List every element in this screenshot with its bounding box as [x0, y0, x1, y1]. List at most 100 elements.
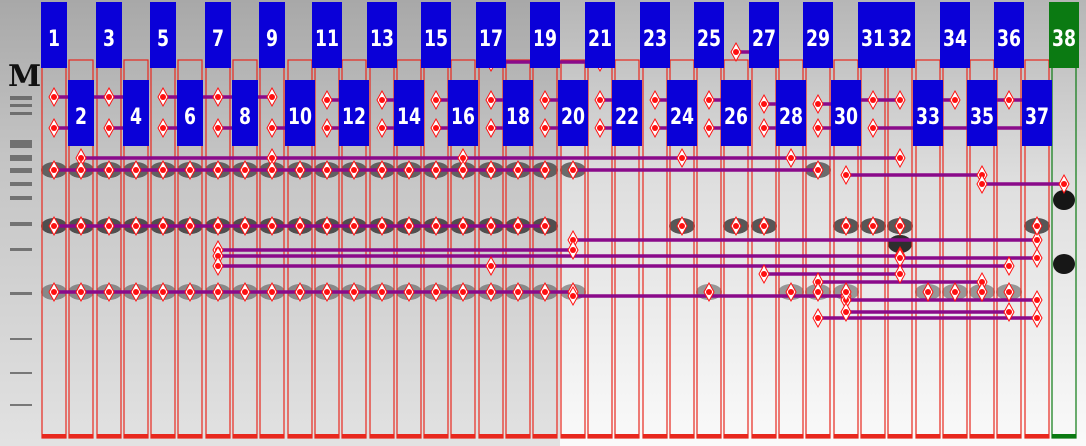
- band-marker-dot: [1006, 309, 1012, 315]
- lane-bottom-bar: [206, 434, 230, 438]
- lane-label-box[interactable]: [530, 2, 560, 68]
- lane-label: 14: [397, 105, 421, 130]
- band-marker-dot: [542, 223, 548, 229]
- lane-label-box[interactable]: [367, 2, 397, 68]
- band-marker-dot: [324, 223, 330, 229]
- lane-label-box[interactable]: [503, 80, 533, 146]
- band-marker-dot: [379, 97, 385, 103]
- band-marker-dot: [379, 167, 385, 173]
- lane-bottom-bar: [97, 434, 121, 438]
- band-marker-dot: [843, 172, 849, 178]
- lane-label-box[interactable]: [41, 2, 67, 68]
- lane-label-box[interactable]: [558, 80, 588, 146]
- band-marker-dot: [351, 223, 357, 229]
- band-marker-dot: [51, 223, 57, 229]
- lane-label-box[interactable]: [394, 80, 424, 146]
- ladder-band: [10, 338, 32, 340]
- lane-label-box[interactable]: [667, 80, 697, 146]
- band-marker-dot: [706, 125, 712, 131]
- lane-label-box[interactable]: [476, 2, 506, 68]
- lane-label: 17: [479, 27, 503, 52]
- lane-bottom-bar: [260, 434, 284, 438]
- lane-label-box[interactable]: [421, 2, 451, 68]
- lane-label-box[interactable]: [776, 80, 806, 146]
- band-marker-dot: [570, 167, 576, 173]
- ladder-band: [10, 404, 32, 406]
- lane-label-box[interactable]: [940, 2, 970, 68]
- lane-label-box[interactable]: [885, 2, 915, 68]
- lane-label-box[interactable]: [448, 80, 478, 146]
- band-marker-dot: [160, 289, 166, 295]
- lane-label-box[interactable]: [123, 80, 149, 146]
- lane-label-box[interactable]: [259, 2, 285, 68]
- band-marker-dot: [1034, 255, 1040, 261]
- band-marker-dot: [515, 167, 521, 173]
- lane-bottom-bar: [233, 434, 257, 438]
- band-marker-dot: [160, 94, 166, 100]
- lane-bottom-bar: [1025, 434, 1049, 438]
- lane-label-box[interactable]: [205, 2, 231, 68]
- lane-label-box[interactable]: [640, 2, 670, 68]
- band-marker-dot: [515, 289, 521, 295]
- lane-label: 21: [588, 27, 612, 52]
- lane-label-box[interactable]: [585, 2, 615, 68]
- lane-label: 7: [212, 27, 224, 52]
- lane-label-box[interactable]: [150, 2, 176, 68]
- band-marker-dot: [269, 167, 275, 173]
- lane-bottom-bar: [151, 434, 175, 438]
- band-marker-dot: [925, 289, 931, 295]
- band-marker-dot: [652, 125, 658, 131]
- lane-label-box[interactable]: [177, 80, 203, 146]
- lane-label: 11: [315, 27, 339, 52]
- lane-label-box[interactable]: [994, 2, 1024, 68]
- band-marker-dot: [761, 223, 767, 229]
- lane-bottom-bar: [42, 434, 66, 438]
- lane-label-box[interactable]: [831, 80, 861, 146]
- lane-label: 5: [157, 27, 169, 52]
- band-marker-dot: [897, 97, 903, 103]
- lane-label-box[interactable]: [232, 80, 258, 146]
- band-marker-dot: [1006, 289, 1012, 295]
- ladder-band: [10, 112, 32, 115]
- lane-label-box[interactable]: [612, 80, 642, 146]
- lane-label: 24: [670, 105, 694, 130]
- band-marker-dot: [488, 289, 494, 295]
- marker-label: M: [8, 59, 41, 94]
- lane-label-box[interactable]: [858, 2, 888, 68]
- band-marker-dot: [952, 97, 958, 103]
- band-marker-dot: [433, 125, 439, 131]
- lane-bottom-bar: [1052, 434, 1076, 438]
- band-marker-dot: [406, 167, 412, 173]
- lane-label-box[interactable]: [1022, 80, 1052, 146]
- lane-label-box[interactable]: [68, 80, 94, 146]
- lane-bottom-bar: [888, 434, 912, 438]
- lane-label-box[interactable]: [1049, 2, 1079, 68]
- lane-label-box[interactable]: [913, 80, 943, 146]
- lane-bottom-bar: [370, 434, 394, 438]
- band-marker-dot: [761, 101, 767, 107]
- lane-label-box[interactable]: [749, 2, 779, 68]
- band-marker-dot: [952, 289, 958, 295]
- band-marker-dot: [215, 263, 221, 269]
- lane-label-box[interactable]: [339, 80, 369, 146]
- lane-label-box[interactable]: [721, 80, 751, 146]
- lane-label: 26: [724, 105, 748, 130]
- band-marker-dot: [160, 125, 166, 131]
- lane-bottom-bar: [178, 434, 202, 438]
- lane-label: 19: [533, 27, 557, 52]
- band-marker-dot: [788, 289, 794, 295]
- lane-label-box[interactable]: [803, 2, 833, 68]
- lane-label-box[interactable]: [694, 2, 724, 68]
- lane-label-box[interactable]: [96, 2, 122, 68]
- lane-label: 3: [103, 27, 115, 52]
- band-marker-dot: [570, 247, 576, 253]
- lane-label: 2: [75, 105, 87, 130]
- band-marker-dot: [215, 289, 221, 295]
- lane-label-box[interactable]: [285, 80, 315, 146]
- band-marker-dot: [870, 223, 876, 229]
- lane-label-box[interactable]: [967, 80, 997, 146]
- lane-label-box[interactable]: [312, 2, 342, 68]
- band-marker-dot: [488, 223, 494, 229]
